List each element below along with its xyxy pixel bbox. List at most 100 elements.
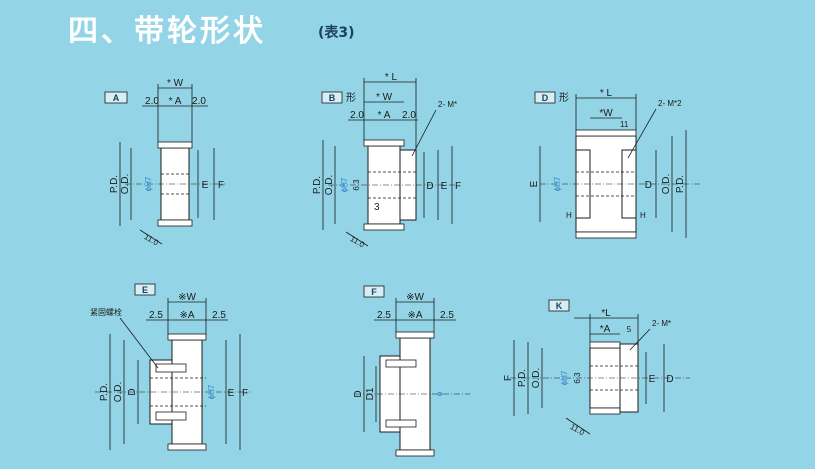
figure-b-pd-label: P.D. — [312, 176, 323, 194]
figure-f-side-left: 2.5 — [377, 310, 391, 321]
figure-e: E ※W 2.5 ※A 2.5 紧固螺栓 P.D. O.D. D ɸH7 E — [90, 283, 250, 451]
figure-d-shape-suffix: 形 — [559, 92, 569, 104]
figure-d-eleven: 11 — [620, 120, 629, 129]
figure-b-bore-label: ɸH7 — [340, 177, 349, 192]
figure-d-pd-label: P.D. — [675, 175, 686, 193]
figure-k-f-label: F — [503, 375, 514, 381]
figure-a-flange-top — [157, 141, 193, 149]
figure-e-tag: E — [142, 285, 148, 295]
figure-e-screw-top — [155, 363, 187, 373]
figure-a-tag-box — [104, 91, 128, 104]
figure-b-e-label: E — [441, 181, 448, 192]
figure-k-e-label: E — [649, 374, 656, 385]
figure-d-od-label: O.D. — [661, 174, 672, 195]
figure-f-a-label: ※A — [407, 310, 422, 321]
figure-a-tooth-label: 11.0 — [143, 232, 161, 248]
figure-f-d-label: D — [353, 390, 364, 397]
figure-b-flange-top — [363, 139, 405, 147]
page-title: 四、带轮形状 — [68, 14, 266, 49]
figure-b-flange-bottom — [363, 223, 405, 231]
figure-e-side-left: 2.5 — [149, 310, 163, 321]
figure-f-flange-top — [395, 331, 435, 339]
figure-a-bore-label: ɸH7 — [144, 176, 153, 191]
figure-f-tag: F — [371, 287, 377, 297]
figure-a-side-right: 2.0 — [192, 96, 206, 107]
figure-a: A * W 2.0 * A 2.0 P.D. O.D. ɸH7 E F 11.0 — [104, 78, 225, 248]
figure-f-d1-label: D1 — [365, 387, 376, 400]
figure-k-flange-top — [589, 341, 621, 349]
figure-d-d-label: D — [645, 180, 652, 191]
figure-e-side-right: 2.5 — [212, 310, 226, 321]
figure-d-bore-label: ɸH7 — [553, 176, 562, 191]
figure-e-tag-box — [134, 283, 156, 296]
figure-b-d-label: D — [426, 181, 433, 192]
figure-f-width-label: ※W — [406, 292, 424, 303]
figure-d-h-left: H — [566, 211, 572, 220]
figure-e-screw-bottom — [155, 411, 187, 421]
figure-k-pulley-body — [589, 347, 621, 409]
figure-d-tag-box — [534, 91, 556, 104]
figure-f: F ※W 2.5 ※A 2.5 D D1 ɸ — [353, 285, 470, 457]
figure-d-width-label: *W — [599, 108, 613, 119]
figure-a-tag: A — [113, 93, 120, 103]
figure-b-a-label: * A — [378, 110, 391, 121]
figure-d-e-label: E — [529, 180, 540, 187]
figure-f-screw-top — [385, 359, 417, 368]
figure-k-dim-63: 6.3 — [573, 372, 582, 384]
figure-b-side-right: 2.0 — [402, 110, 416, 121]
figure-d-flange-bottom — [575, 231, 637, 239]
figure-e-od-label: O.D. — [113, 382, 124, 403]
figure-f-flange-bottom — [395, 449, 435, 457]
figure-b: B 形 * L * W 2.0 * A 2.0 2- M* P.D. O.D. … — [312, 72, 461, 250]
figure-b-tag-box — [321, 91, 343, 104]
figure-f-bore-label: ɸ — [435, 391, 444, 396]
figure-e-pd-label: P.D. — [99, 383, 110, 401]
figure-a-flange-bottom — [157, 219, 193, 227]
figure-f-screw-bottom — [385, 419, 417, 428]
figure-a-f-label: F — [218, 180, 224, 191]
figure-b-width-label: * W — [376, 92, 393, 103]
figure-b-setscrew-label: 2- M* — [438, 100, 457, 109]
figure-e-flange-bottom — [167, 443, 207, 451]
figure-d-h-right: H — [640, 211, 646, 220]
figure-e-flange-top — [167, 333, 207, 341]
figure-k-five: 5 — [627, 325, 632, 334]
figure-e-d-label: D — [127, 388, 138, 395]
figure-a-od-label: O.D. — [120, 174, 131, 195]
figure-b-dim-63: 6.3 — [352, 179, 361, 191]
figure-k-tooth-label: 11.0 — [569, 422, 587, 438]
figure-k-setscrew-label: 2- M* — [652, 319, 671, 328]
figure-a-a-label: * A — [169, 96, 182, 107]
figure-e-f-label: F — [242, 388, 248, 399]
figure-b-length-label: * L — [385, 72, 398, 83]
figure-b-od-label: O.D. — [324, 175, 335, 196]
figure-b-tooth-label: 11.0 — [349, 234, 367, 250]
figure-a-width-label: * W — [167, 78, 184, 89]
figure-d-flange-top — [575, 129, 637, 137]
figure-k-tag: K — [556, 301, 563, 311]
figure-d-setscrew-label: 2- M*2 — [658, 99, 682, 108]
figure-a-pd-label: P.D. — [109, 175, 120, 193]
figure-e-e-label: E — [228, 388, 235, 399]
figure-b-tag: B — [329, 93, 336, 103]
figure-k-od-label: O.D. — [531, 368, 542, 389]
figure-k-flange-bottom — [589, 407, 621, 415]
figure-b-side-left: 2.0 — [350, 110, 364, 121]
figure-a-side-left: 2.0 — [145, 96, 159, 107]
figure-k-length-label: *L — [601, 308, 611, 319]
figure-k: K *L *A 5 2- M* F P.D. O.D. ɸH7 6.3 E D — [503, 299, 690, 438]
figure-f-tag-box — [363, 285, 385, 298]
figure-d-tag: D — [542, 93, 549, 103]
figure-b-shape-suffix: 形 — [346, 92, 356, 104]
figure-e-screw-label: 紧固螺栓 — [90, 307, 122, 317]
figure-e-width-label: ※W — [178, 292, 196, 303]
figure-k-tag-box — [548, 299, 570, 312]
figure-k-a-label: *A — [600, 324, 611, 335]
figure-f-side-right: 2.5 — [440, 310, 454, 321]
figure-k-d-label: D — [666, 374, 673, 385]
figure-d-length-label: * L — [600, 88, 613, 99]
figure-k-pd-label: P.D. — [517, 369, 528, 387]
figure-e-bore-label: ɸH7 — [207, 384, 216, 399]
figure-b-f-label: F — [455, 181, 461, 192]
